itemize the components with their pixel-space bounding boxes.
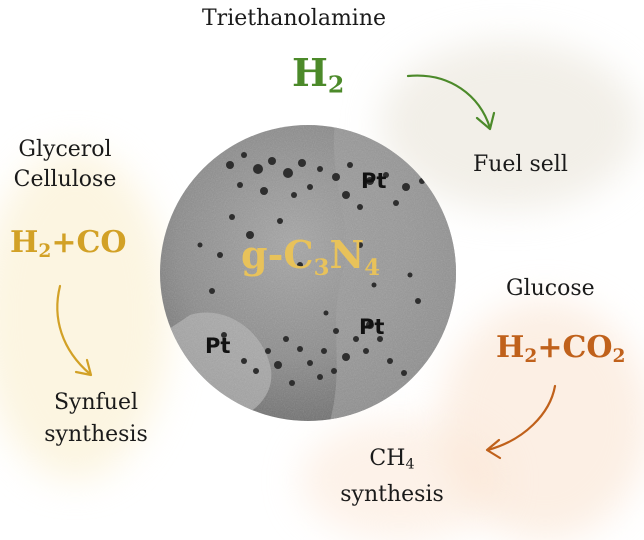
cellulose-label: Cellulose (13, 167, 117, 192)
g-c3n4-sub1: 3 (313, 254, 330, 281)
h2co-sub: 2 (38, 241, 52, 263)
pt-nanoparticle (332, 173, 340, 181)
synthesis-label-right: synthesis (340, 481, 444, 507)
pt-nanoparticle (265, 348, 271, 354)
pt-nanoparticle (353, 336, 359, 342)
pt-nanoparticle (347, 162, 353, 168)
pt-nanoparticle (260, 187, 268, 195)
pt-nanoparticle (407, 272, 413, 278)
glycerol-cellulose-label: Glycerol Cellulose (6, 137, 124, 193)
h2-main: H (292, 50, 328, 95)
tem-micrograph (160, 125, 456, 421)
pt-nanoparticle (229, 214, 235, 220)
h2co2-sub1: 2 (524, 346, 538, 368)
pt-nanoparticle (342, 191, 350, 199)
pt-nanoparticle (331, 368, 337, 374)
pt-nanoparticle (291, 192, 297, 198)
pt-nanoparticle (366, 177, 374, 185)
pt-nanoparticle (366, 321, 374, 329)
pt-nanoparticle (419, 178, 425, 184)
h2-formula: H2 (292, 50, 344, 99)
h2-co2-formula: H2+CO2 (496, 330, 625, 367)
pt-nanoparticle (357, 204, 363, 210)
g-c3n4-pre: g-C (241, 232, 314, 277)
pt-nanoparticle (357, 242, 363, 248)
pt-nanoparticle (333, 328, 339, 334)
synfuel-synthesis-label: Synfuel synthesis (30, 390, 162, 448)
triethanolamine-label: Triethanolamine (202, 6, 387, 31)
pt-nanoparticle (298, 159, 306, 167)
glycerol-label: Glycerol (18, 137, 112, 162)
pt-nanoparticle (401, 370, 407, 376)
pt-nanoparticle (283, 168, 293, 178)
pt-nanoparticle (393, 200, 399, 206)
orange-arrow (485, 384, 557, 460)
pt-nanoparticle (274, 361, 282, 369)
pt-nanoparticle (371, 282, 377, 288)
h2-co-formula: H2+CO (10, 225, 126, 262)
fuel-sell-label: Fuel sell (473, 152, 568, 177)
g-c3n4-sub2: 4 (364, 254, 381, 281)
pt-nanoparticle (415, 298, 421, 304)
pt-label-top: Pt (361, 169, 387, 193)
pt-nanoparticle (323, 310, 329, 316)
pt-nanoparticle (277, 218, 283, 224)
pt-nanoparticle (253, 368, 259, 374)
h2co2-sub2: 2 (612, 346, 626, 368)
pt-nanoparticle (317, 374, 323, 380)
pt-nanoparticle (363, 348, 369, 354)
pt-nanoparticle (226, 161, 234, 169)
ch4-main: CH (369, 446, 406, 471)
pt-nanoparticle (377, 336, 383, 342)
pt-nanoparticle (307, 360, 313, 366)
pt-nanoparticle (402, 183, 410, 191)
tem-image (160, 125, 456, 421)
pt-nanoparticle (197, 242, 203, 248)
pt-nanoparticle (289, 380, 295, 386)
ch4-synthesis-label: CH4 synthesis (328, 446, 456, 508)
pt-label-right: Pt (359, 315, 385, 339)
pt-nanoparticle (241, 152, 247, 158)
pt-nanoparticle (342, 353, 350, 361)
g-c3n4-label: g-C3N4 (241, 232, 380, 281)
pt-nanoparticle (221, 332, 227, 338)
synfuel-label: Synfuel (53, 390, 139, 415)
pt-nanoparticle (297, 346, 303, 352)
pt-label-left: Pt (205, 334, 231, 358)
glucose-label: Glucose (506, 276, 595, 301)
ch4-label: CH4 (328, 446, 456, 478)
pt-nanoparticle (387, 358, 393, 364)
gold-arrow (56, 284, 93, 377)
g-c3n4-mid: N (329, 232, 365, 277)
pt-nanoparticle (297, 262, 303, 268)
pt-nanoparticle (246, 231, 254, 239)
pt-nanoparticle (321, 348, 327, 354)
pt-nanoparticle (237, 182, 243, 188)
pt-nanoparticle (253, 164, 263, 174)
pt-nanoparticle (283, 336, 289, 342)
pt-nanoparticle (317, 166, 323, 172)
h2co-h: H (10, 225, 39, 260)
ch4-sub: 4 (405, 456, 415, 473)
pt-nanoparticle (241, 358, 247, 364)
h2co2-mid: +CO (537, 330, 613, 365)
pt-nanoparticle (209, 288, 215, 294)
h2co2-h: H (496, 330, 525, 365)
h2-sub: 2 (327, 70, 345, 99)
pt-nanoparticle (268, 157, 276, 165)
green-arrow (406, 74, 496, 131)
h2co-rest: +CO (51, 225, 127, 260)
pt-nanoparticle (217, 252, 223, 258)
synthesis-label-left: synthesis (44, 422, 148, 447)
pt-nanoparticle (383, 172, 389, 178)
pt-nanoparticle (307, 184, 313, 190)
